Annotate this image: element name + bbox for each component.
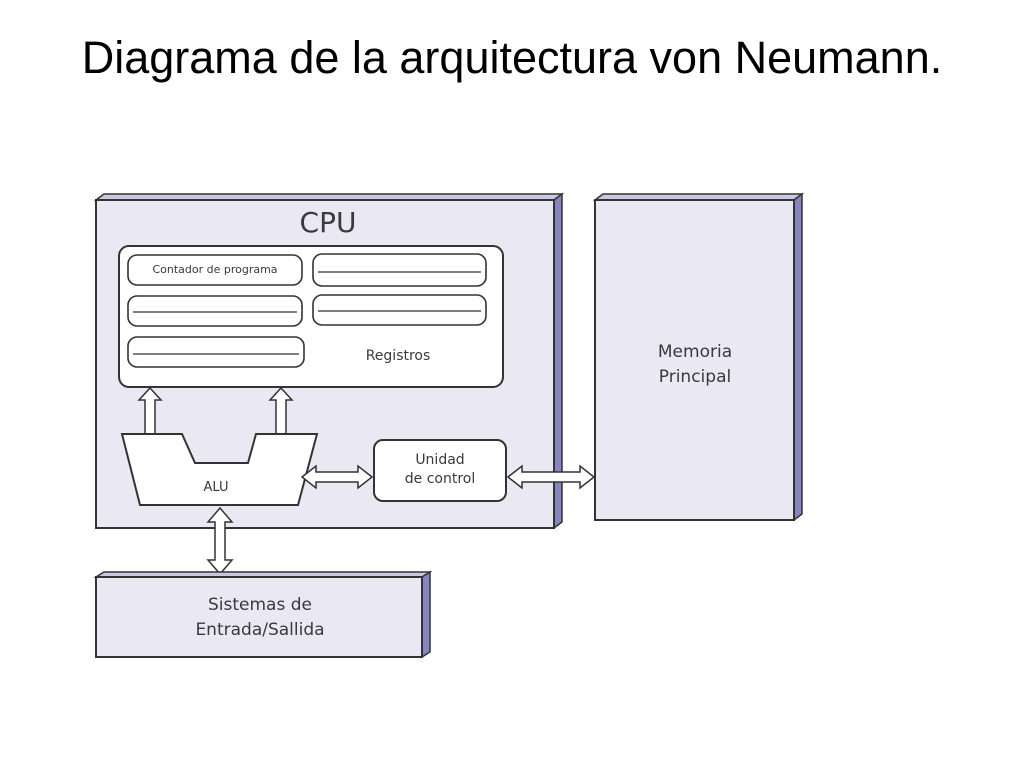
register-slot (312, 253, 487, 287)
program-counter-label: Contador de programa (152, 263, 277, 276)
registers-caption: Registros (366, 348, 431, 364)
main-memory-block: Memoria Principal (592, 192, 805, 522)
alu-label: ALU (203, 480, 228, 495)
io-systems-label-line1: Sistemas de (208, 595, 312, 615)
double-arrow-vertical-icon (206, 506, 234, 576)
cpu-label: CPU (300, 206, 357, 239)
main-memory-label-line1: Memoria (658, 342, 732, 362)
alu-block: ALU (120, 433, 319, 506)
io-systems-label-line2: Entrada/Sallida (195, 620, 324, 640)
register-program-counter: Contador de programa (127, 254, 303, 286)
control-unit-label-line1: Unidad (415, 452, 464, 468)
io-systems-block: Sistemas de Entrada/Sallida (93, 570, 433, 659)
double-arrow-horizontal-icon (300, 464, 374, 490)
slide-title: Diagrama de la arquitectura von Neumann. (81, 32, 943, 83)
register-slot (127, 295, 303, 327)
main-memory-label-line2: Principal (659, 367, 731, 387)
register-slot (312, 294, 487, 326)
control-unit-label-line2: de control (405, 471, 475, 487)
register-slot (127, 336, 305, 368)
registers-panel: Contador de programa Registros (118, 245, 504, 388)
control-unit-block: Unidad de control (373, 439, 507, 502)
